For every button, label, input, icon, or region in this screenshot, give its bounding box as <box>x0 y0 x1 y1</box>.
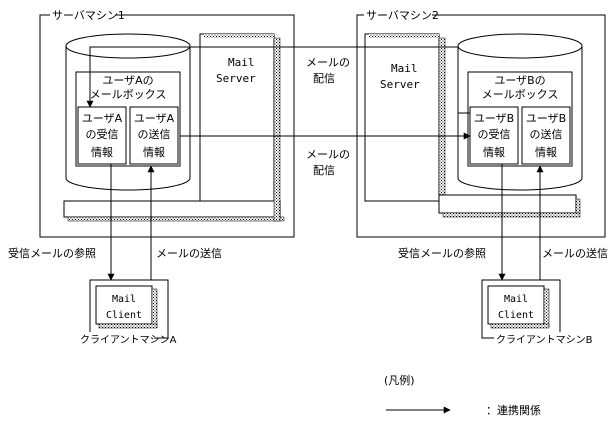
mail-client-b-box <box>487 285 545 325</box>
delivery-bottom-label-line2: 配信 <box>313 164 335 177</box>
label-bg <box>50 9 116 21</box>
mail-server-2-base <box>438 194 581 218</box>
label-bg <box>364 9 432 21</box>
client-machine-a: Mail Client クライアントマシンA <box>78 279 177 346</box>
server-machine-2-frame <box>356 14 606 238</box>
user-a-send-line3: 情報 <box>143 146 165 159</box>
mail-server-1-column <box>199 33 281 222</box>
server-machine-1-label: サーバマシン1 <box>52 9 125 22</box>
client-a-recv-ref-label: 受信メールの参照 <box>8 246 96 260</box>
user-b-recv-line2: の受信 <box>478 128 511 141</box>
mail-client-b-line1: Mail <box>504 294 528 305</box>
mail-server-1-base <box>63 200 285 222</box>
mail-client-a-line2: Client <box>106 310 142 321</box>
mailbox-b-title-line2: メールボックス <box>482 88 559 101</box>
user-b-send-line3: 情報 <box>535 146 557 159</box>
user-a-recv-line3: 情報 <box>91 146 113 159</box>
user-a-send-info <box>129 106 179 165</box>
legend-title: (凡例) <box>384 373 415 387</box>
delivery-bottom-label-line1: メールの <box>306 148 350 161</box>
mail-server-1-label-line2: Server <box>216 72 256 85</box>
client-machine-a-label: クライアントマシンA <box>80 334 177 346</box>
client-machine-b: Mail Client クライアントマシンB <box>481 279 593 346</box>
client-b-links <box>498 164 544 281</box>
mail-client-a-line1: Mail <box>112 294 136 305</box>
legend: (凡例) ：連携関係 <box>384 373 541 417</box>
mail-server-1-label-line1: Mail <box>228 56 255 69</box>
user-a-send-line2: の送信 <box>138 127 171 141</box>
user-a-recv-line1: ユーザA <box>82 112 123 125</box>
user-b-send-info <box>521 106 571 165</box>
user-b-recv-line1: ユーザB <box>474 112 514 125</box>
mail-client-b-line2: Client <box>498 310 534 321</box>
mail-server-2-label-line2: Server <box>380 78 420 91</box>
delivery-top-label-line1: メールの <box>306 56 350 69</box>
client-a-send-label: メールの送信 <box>156 246 222 260</box>
server-machine-2: サーバマシン2 Mail Server ユーザBの メールボックス ユーザB の… <box>356 9 606 238</box>
mail-server-2-column <box>364 33 446 202</box>
mail-server-2-label-line1: Mail <box>391 62 418 75</box>
user-a-send-line1: ユーザA <box>134 112 175 125</box>
mailbox-b-title-line1: ユーザBの <box>494 74 545 87</box>
user-a-recv-info <box>77 106 127 165</box>
legend-item-label: ：連携関係 <box>486 403 541 417</box>
user-b-send-line1: ユーザB <box>526 112 566 125</box>
mailbox-a-title-line1: ユーザAの <box>102 74 153 87</box>
user-b-recv-info <box>469 106 519 165</box>
client-a-links <box>107 164 155 281</box>
user-a-recv-line2: の受信 <box>86 128 119 141</box>
client-b-recv-ref-label: 受信メールの参照 <box>398 246 486 260</box>
server-machine-1-frame <box>39 14 295 238</box>
client-machine-b-label: クライアントマシンB <box>496 334 593 346</box>
server-machine-1: サーバマシン1 Mail Server ユーザAの メールボックス ユーザA の… <box>39 9 295 238</box>
delivery-top-label-line2: 配信 <box>313 72 335 85</box>
user-b-send-line2: の送信 <box>530 127 563 141</box>
client-b-send-label: メールの送信 <box>542 246 608 260</box>
server-machine-2-label: サーバマシン2 <box>366 9 439 22</box>
mailbox-a-title-line2: メールボックス <box>90 88 167 101</box>
user-b-recv-line3: 情報 <box>483 146 505 159</box>
mail-client-a-box <box>95 285 153 325</box>
delivery-top-arrow <box>86 46 470 114</box>
